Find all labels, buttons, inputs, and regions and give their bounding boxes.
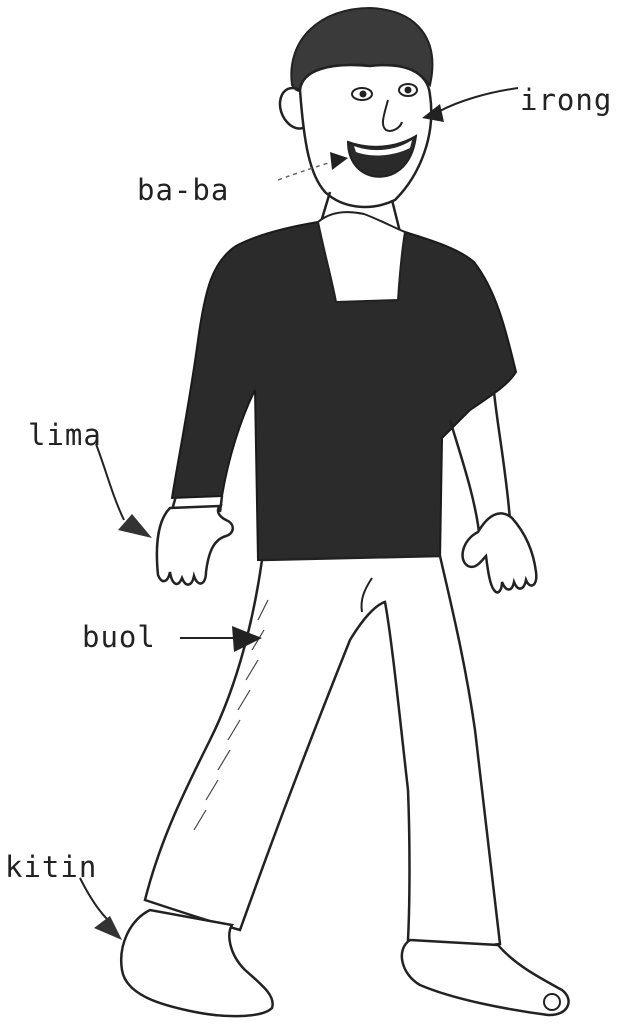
label-irong: irong (520, 83, 612, 117)
arrow-lima (96, 444, 124, 520)
arrow-irong (438, 88, 518, 112)
arrowhead-kitin (94, 916, 122, 940)
label-kitin: kitin (5, 850, 97, 884)
label-lima: lima (28, 418, 102, 452)
pants (145, 556, 500, 946)
arrow-kitin (80, 878, 108, 920)
left-hand (157, 506, 233, 585)
right-forearm (450, 420, 480, 540)
label-buol: buol (82, 620, 156, 654)
label-ba-ba: ba-ba (137, 173, 229, 207)
right-hand (463, 513, 537, 592)
left-foot (121, 910, 272, 1016)
